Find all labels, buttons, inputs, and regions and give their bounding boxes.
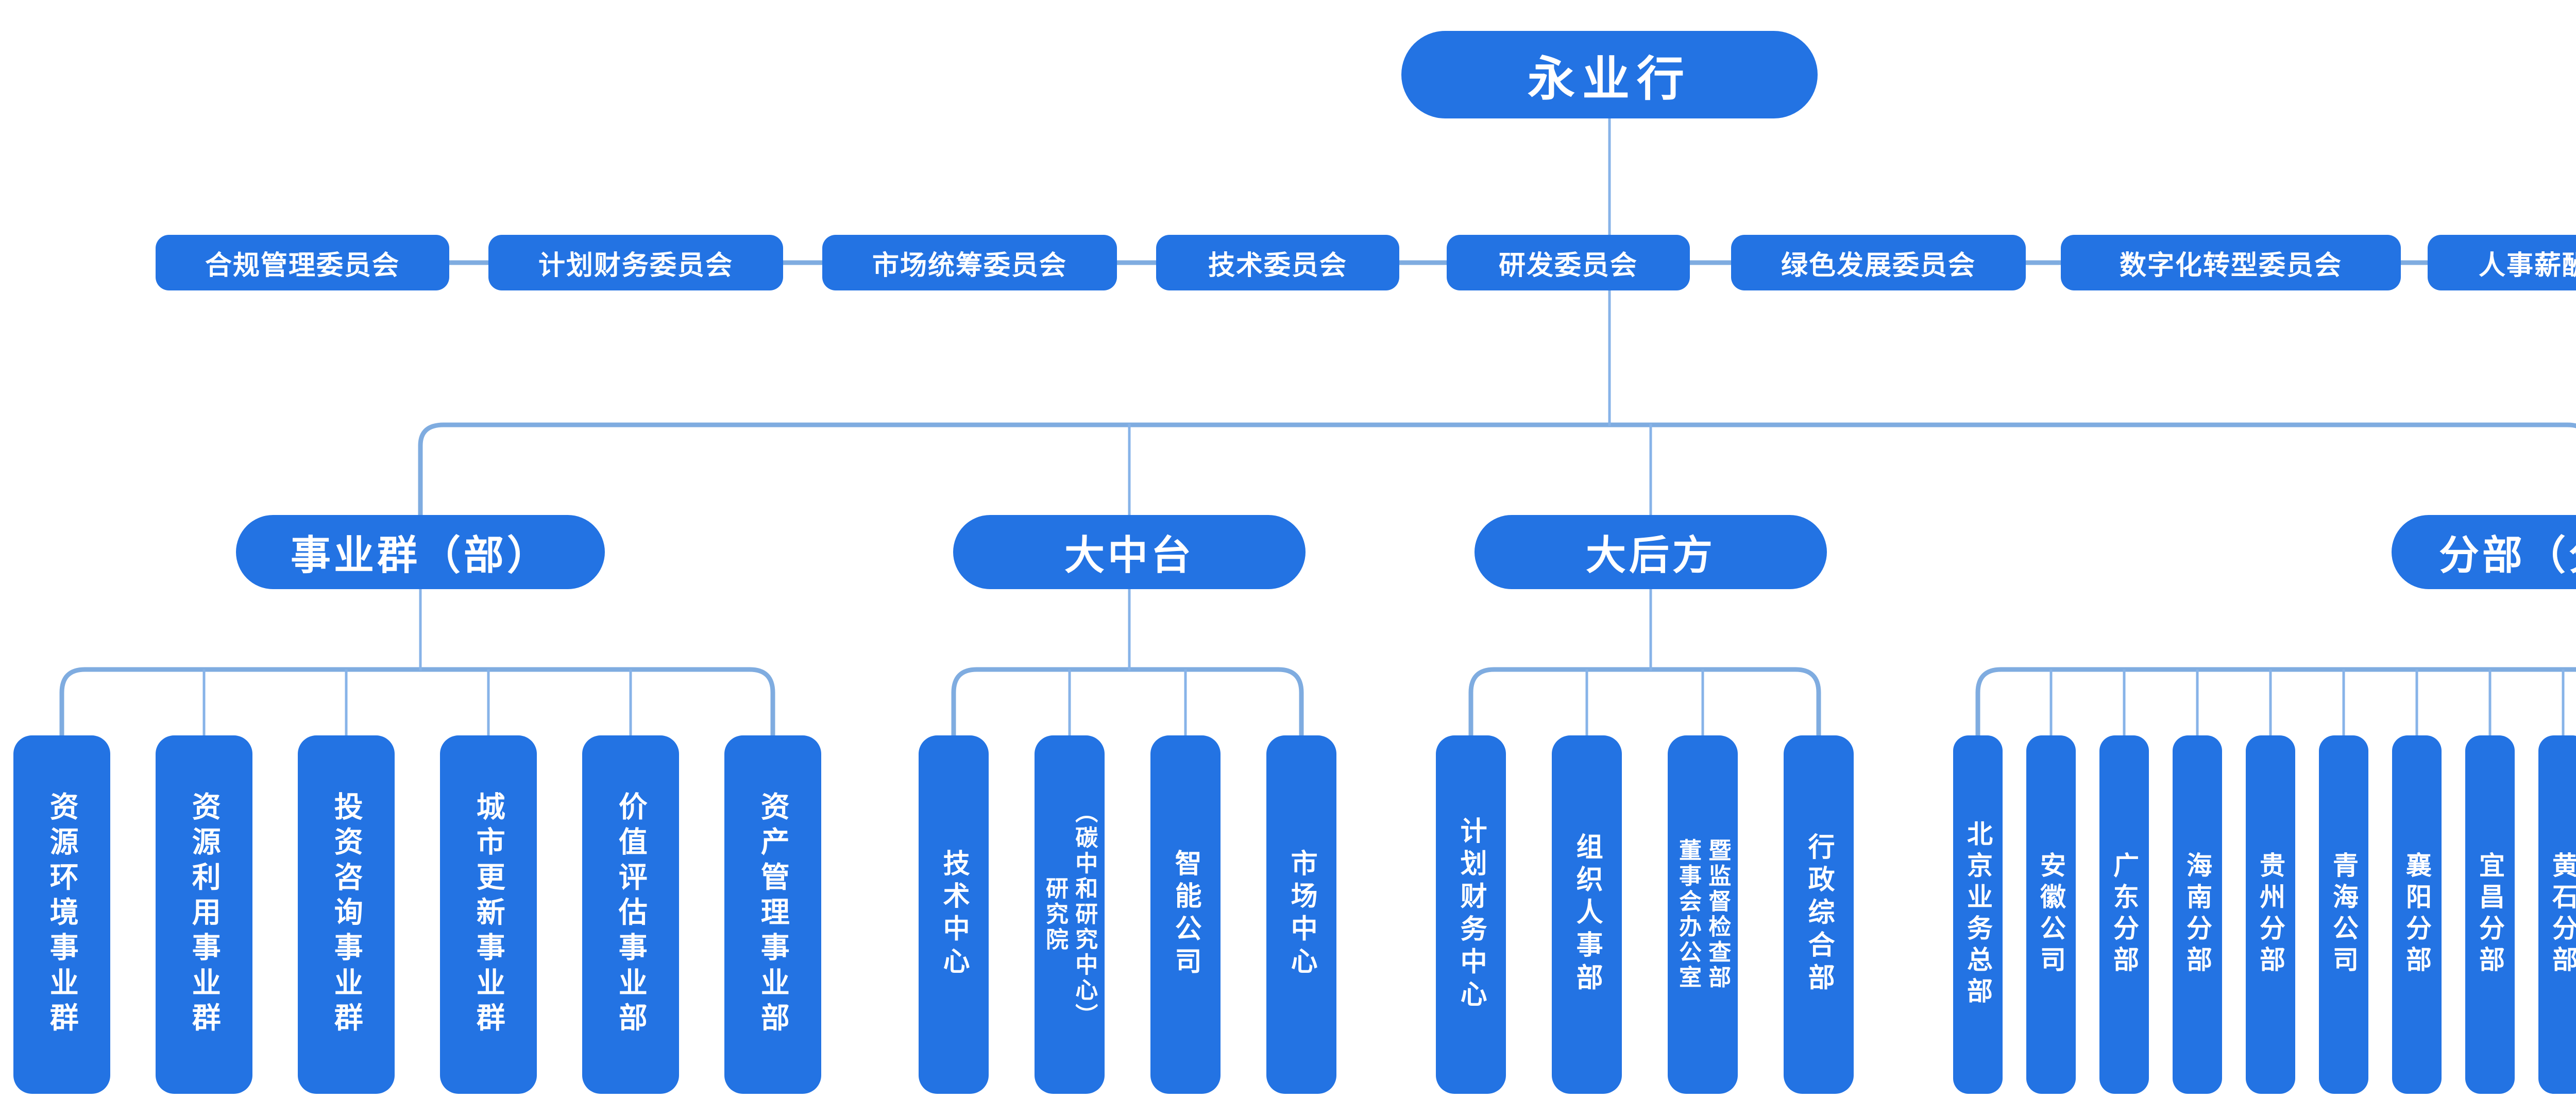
main-branch-line <box>418 422 2576 515</box>
group3-children-row: 计划财务中心 组织人事部 董事会办公室 暨监督检查部 行政综合部 <box>1436 735 1854 1094</box>
department-label: 智能公司 <box>1171 849 1201 980</box>
department-label: 董事会办公室 暨监督检查部 <box>1675 838 1731 991</box>
committee-label: 数字化转型委员会 <box>2119 250 2342 281</box>
branch-node: 北京业务总部 <box>1953 735 2003 1094</box>
committee-label: 人事薪酬委员会 <box>2478 250 2576 281</box>
branch-node: 襄阳分部 <box>2392 735 2442 1094</box>
branch-label: 北京业务总部 <box>1963 820 1992 1009</box>
group-header-middle-platform: 大中台 <box>953 515 1306 589</box>
department-node: 行政综合部 <box>1784 735 1854 1094</box>
committee-label: 市场统筹委员会 <box>872 250 1067 281</box>
branch-node: 海南分部 <box>2173 735 2222 1094</box>
root-label: 永业行 <box>1527 53 1691 106</box>
branch-node: 广东分部 <box>2099 735 2149 1094</box>
branch-label: 安徽公司 <box>2037 852 2065 977</box>
root-node: 永业行 <box>1401 31 1818 118</box>
department-label: 市场中心 <box>1286 849 1317 980</box>
committee-node-digital: 数字化转型委员会 <box>2061 235 2401 290</box>
group4-distribution-line <box>1975 667 2576 735</box>
branch-node: 黄石分部 <box>2538 735 2576 1094</box>
committee-node-compliance: 合规管理委员会 <box>156 235 449 290</box>
child-drop-lines <box>202 669 2565 737</box>
department-label: 技术中心 <box>939 849 969 980</box>
group-header-label: 事业群（部） <box>290 532 550 578</box>
committee-node-hr-compensation: 人事薪酬委员会 <box>2428 235 2576 290</box>
department-node: 城市更新事业群 <box>440 735 537 1094</box>
department-node: 资源环境事业群 <box>13 735 110 1094</box>
branch-label: 宜昌分部 <box>2476 852 2504 977</box>
department-label: 组织人事部 <box>1572 833 1602 996</box>
department-node: 董事会办公室 暨监督检查部 <box>1668 735 1738 1094</box>
department-node: 研究院 （碳中和研究中心） <box>1035 735 1105 1094</box>
group4-children-row: 北京业务总部 安徽公司 广东分部 海南分部 贵州分部 青海公司 襄阳分部 宜昌分… <box>1953 735 2576 1094</box>
department-node: 组织人事部 <box>1552 735 1622 1094</box>
department-node: 智能公司 <box>1150 735 1221 1094</box>
branch-node: 安徽公司 <box>2026 735 2076 1094</box>
department-node: 资源利用事业群 <box>156 735 252 1094</box>
department-node: 资产管理事业部 <box>724 735 821 1094</box>
branch-node: 青海公司 <box>2319 735 2368 1094</box>
department-node: 价值评估事业部 <box>582 735 679 1094</box>
branch-label: 贵州分部 <box>2256 852 2285 977</box>
group-header-label: 大后方 <box>1585 532 1716 578</box>
group-header-branches: 分部（分公司） <box>2392 515 2576 589</box>
branch-node: 宜昌分部 <box>2465 735 2515 1094</box>
committee-label: 绿色发展委员会 <box>1781 250 1976 281</box>
branch-label: 襄阳分部 <box>2402 852 2431 977</box>
department-label: 城市更新事业群 <box>472 791 505 1038</box>
committee-label: 计划财务委员会 <box>538 250 733 281</box>
department-label: 投资咨询事业群 <box>330 791 363 1038</box>
group-header-label: 分部（分公司） <box>2438 532 2576 578</box>
branch-label: 广东分部 <box>2110 852 2139 977</box>
committee-node-rnd: 研发委员会 <box>1447 235 1690 290</box>
committee-node-finance: 计划财务委员会 <box>488 235 783 290</box>
committee-label: 合规管理委员会 <box>205 250 400 281</box>
group1-distribution-line <box>59 667 775 735</box>
department-label: 计划财务中心 <box>1456 816 1486 1013</box>
department-label: 研究院 （碳中和研究中心） <box>1042 800 1097 1029</box>
header-feed-lines <box>419 424 1652 671</box>
committee-label: 研发委员会 <box>1498 250 1638 281</box>
department-label: 资源环境事业群 <box>46 791 79 1038</box>
department-node: 投资咨询事业群 <box>298 735 395 1094</box>
branch-node: 贵州分部 <box>2246 735 2295 1094</box>
committee-label: 技术委员会 <box>1208 250 1347 281</box>
department-node: 市场中心 <box>1266 735 1336 1094</box>
group-header-back-office: 大后方 <box>1475 515 1827 589</box>
department-label: 价值评估事业部 <box>615 791 648 1038</box>
group3-distribution-line <box>1468 667 1821 735</box>
group1-children-row: 资源环境事业群 资源利用事业群 投资咨询事业群 城市更新事业群 价值评估事业部 … <box>13 735 821 1094</box>
branch-label: 青海公司 <box>2329 852 2358 977</box>
department-label: 行政综合部 <box>1804 833 1834 996</box>
group-header-business-groups: 事业群（部） <box>236 515 605 589</box>
committee-node-green: 绿色发展委员会 <box>1731 235 2026 290</box>
committee-node-market: 市场统筹委员会 <box>822 235 1117 290</box>
committee-node-technology: 技术委员会 <box>1156 235 1399 290</box>
group2-distribution-line <box>951 667 1304 735</box>
group2-children-row: 技术中心 研究院 （碳中和研究中心） 智能公司 市场中心 <box>919 735 1336 1094</box>
department-node: 计划财务中心 <box>1436 735 1506 1094</box>
branch-label: 黄石分部 <box>2549 852 2576 977</box>
department-label: 资产管理事业部 <box>757 791 790 1038</box>
branch-label: 海南分部 <box>2183 852 2212 977</box>
department-node: 技术中心 <box>919 735 989 1094</box>
group-header-label: 大中台 <box>1064 532 1194 578</box>
department-label: 资源利用事业群 <box>188 791 221 1038</box>
